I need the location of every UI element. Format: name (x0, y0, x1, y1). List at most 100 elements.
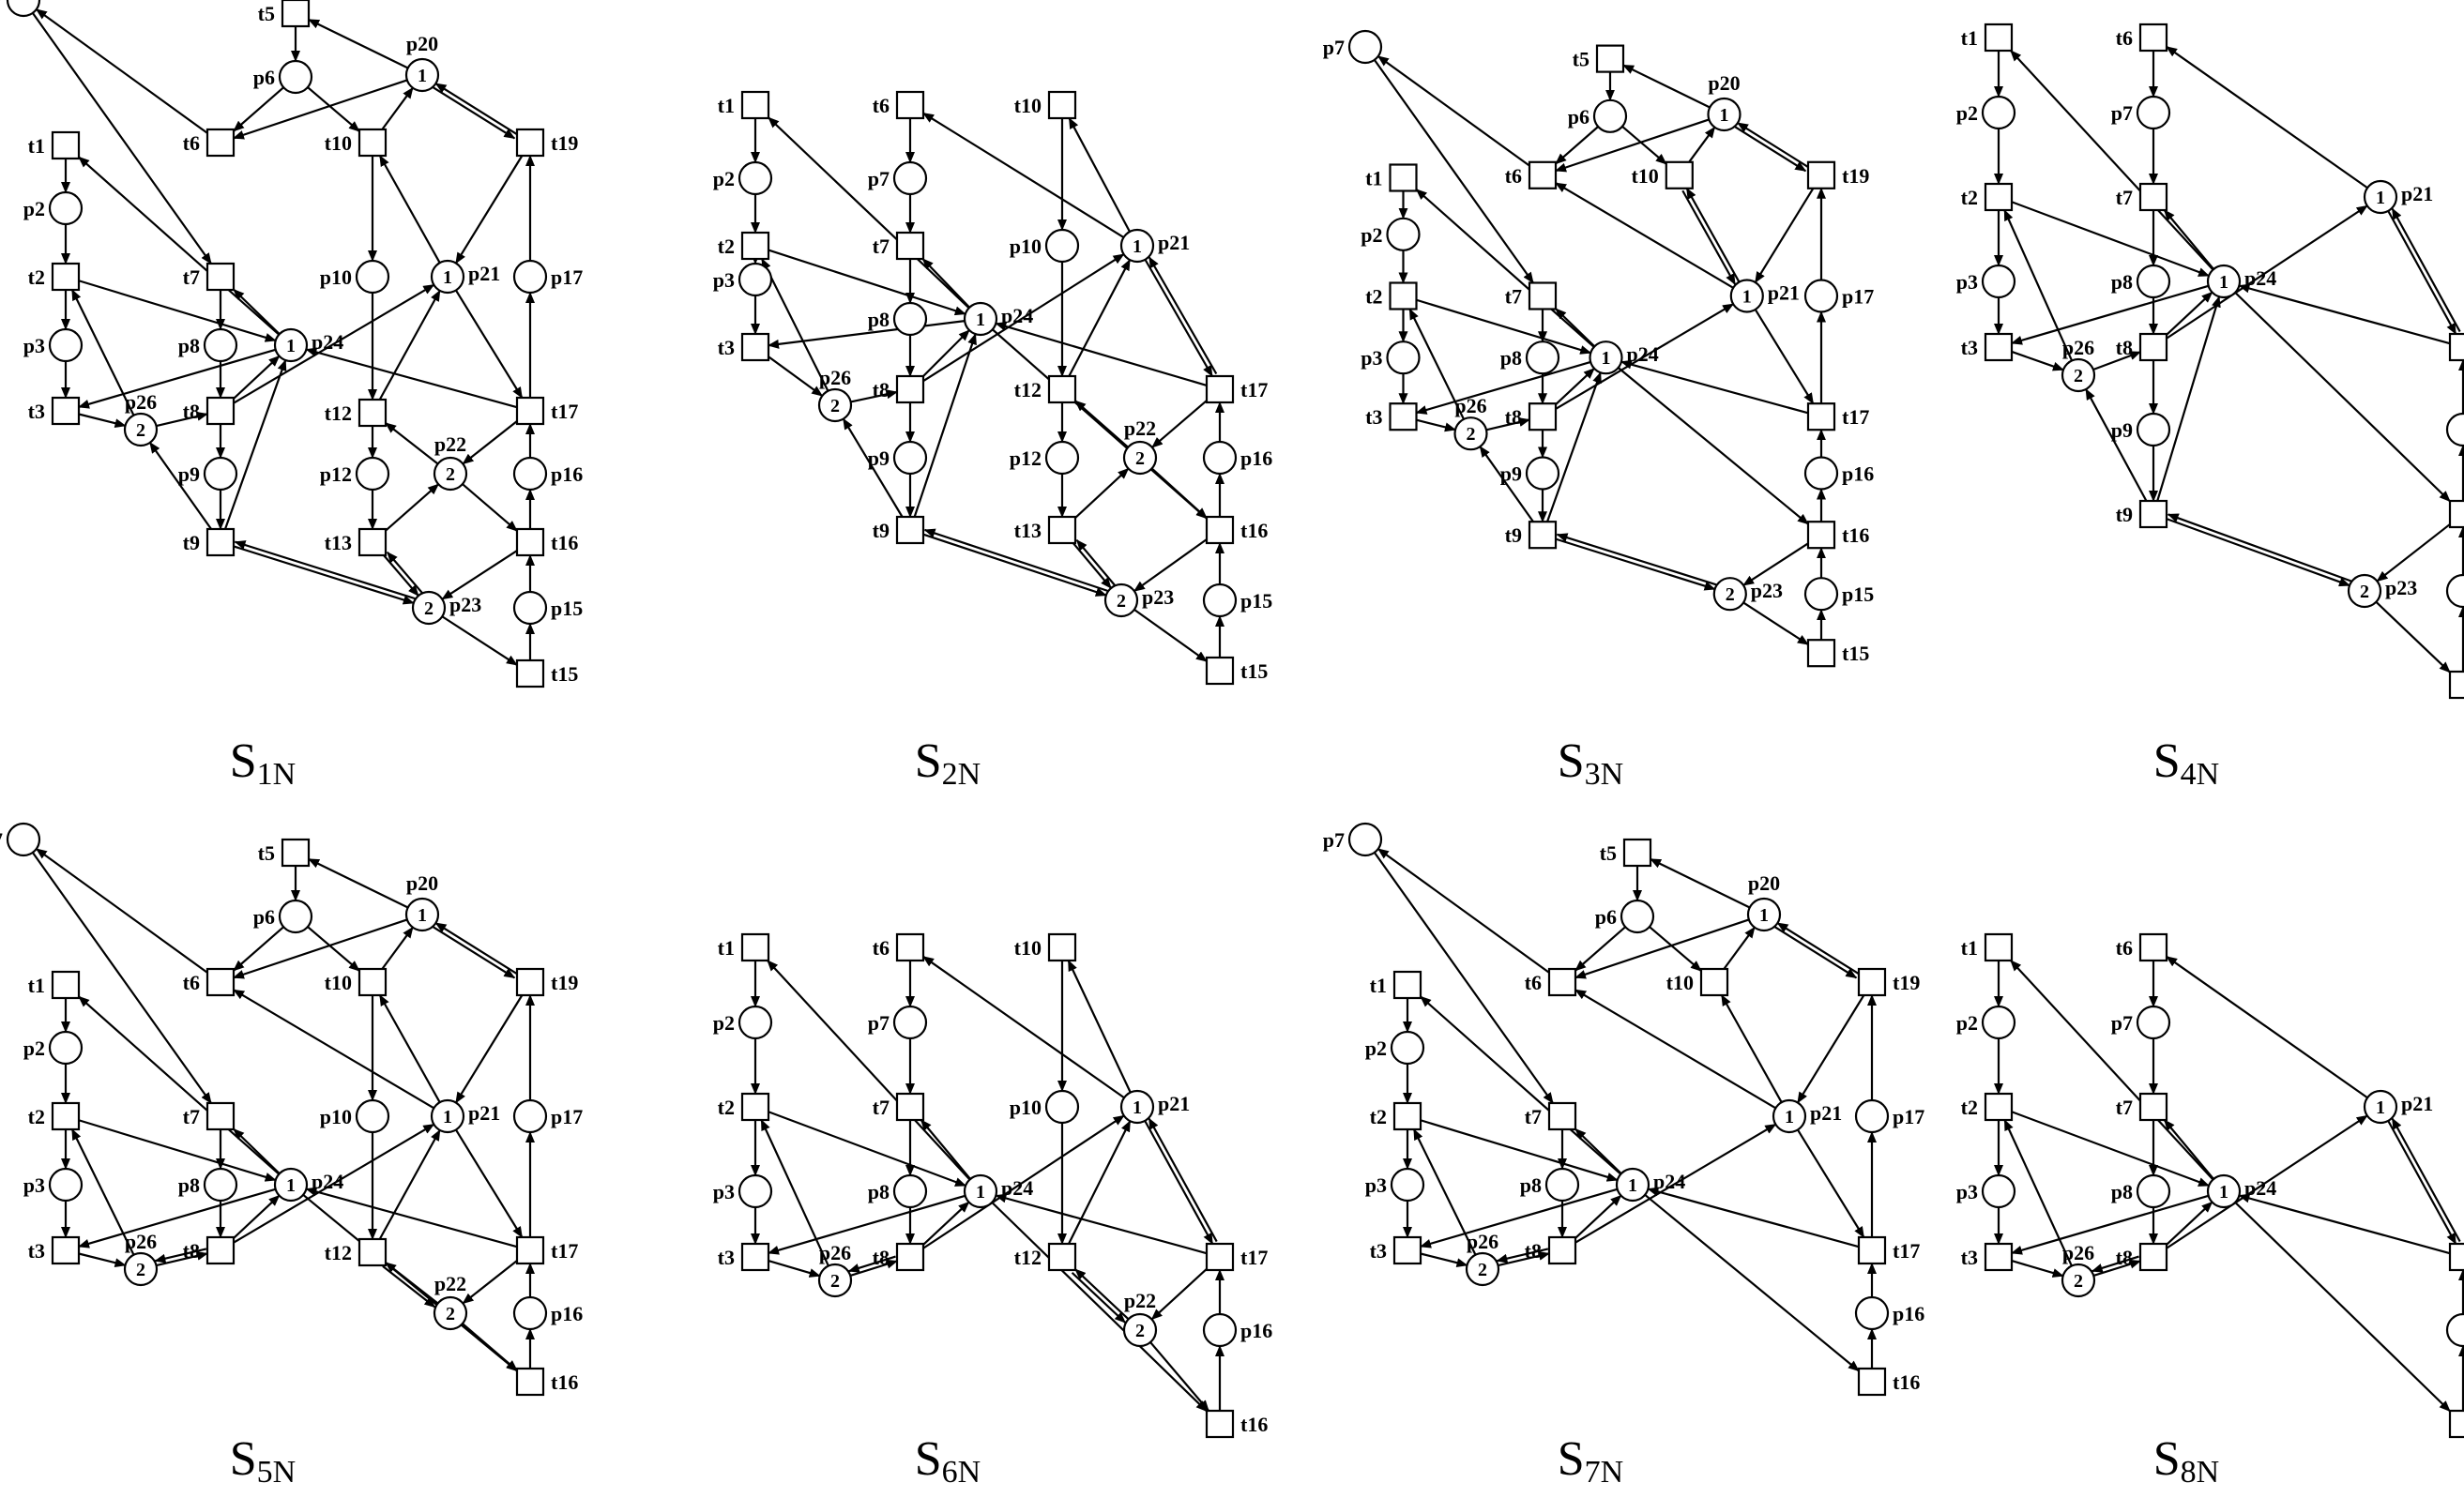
arc-p20-t19 (433, 86, 516, 140)
place-token-p26: 2 (2074, 366, 2083, 386)
arc-t10-p20 (1723, 926, 1756, 970)
place-p3 (738, 1173, 773, 1209)
arc-p26-t2 (70, 1128, 135, 1256)
transition-t17 (515, 1235, 545, 1265)
place-label-p2: p2 (1365, 1036, 1387, 1060)
place-p10 (1044, 1089, 1080, 1125)
place-label-p21: p21 (2401, 182, 2433, 205)
transition-label-t3: t3 (28, 1239, 45, 1263)
place-label-p16: p16 (551, 462, 583, 486)
transition-label-t6: t6 (873, 936, 890, 960)
place-label-p21: p21 (1810, 1101, 1842, 1125)
place-label-p21: p21 (468, 262, 500, 285)
transition-t2 (1392, 1101, 1422, 1131)
place-label-p26: p26 (2062, 1241, 2094, 1264)
transition-label-t17: t17 (1842, 405, 1869, 429)
place-p20 (1746, 897, 1782, 932)
arc-p26-t2 (2003, 209, 2074, 361)
place-token-p23: 2 (1726, 584, 1735, 605)
place-label-p6: p6 (253, 905, 275, 929)
transition-label-t15: t15 (1240, 659, 1268, 683)
panel-caption-subscript: 6N (942, 1455, 981, 1490)
arc-p24-t7 (2163, 209, 2214, 270)
place-p6 (278, 899, 313, 934)
place-label-p6: p6 (1568, 105, 1589, 129)
place-p24 (963, 1173, 998, 1209)
arc-p24-t1 (78, 156, 281, 336)
place-p2 (738, 160, 773, 196)
place-p16 (2445, 412, 2464, 447)
place-p3 (738, 262, 773, 297)
place-token-p26: 2 (830, 396, 840, 416)
transition-t9 (1528, 521, 1558, 550)
arc-t8-p24 (233, 355, 281, 400)
place-p15 (512, 590, 548, 626)
place-label-p12: p12 (1010, 446, 1042, 470)
arc-p7-t7 (1373, 59, 1534, 284)
transition-t7 (205, 262, 236, 292)
transition-t10 (357, 128, 388, 158)
arc-t8-p26 (847, 1255, 896, 1273)
panel-4: t1t2t3t6t7t8t9t15t16t17p2p3p7p8p9p15p161… (1956, 23, 2464, 792)
place-token-p24: 1 (286, 336, 296, 356)
transition-t15 (1205, 656, 1235, 686)
arc-p7-t7 (31, 852, 212, 1104)
place-token-p26: 2 (1478, 1260, 1487, 1280)
transition-t6 (2138, 932, 2168, 962)
panel-2: t1t2t3t6t7t8t9t10t12t13t15t16t17p2p3p7p8… (713, 90, 1272, 792)
transition-label-t9: t9 (1505, 523, 1522, 547)
arc-t6-p7 (35, 8, 208, 134)
place-label-p21: p21 (1158, 231, 1190, 254)
panel-caption-subscript: 1N (257, 757, 297, 792)
transition-t10 (357, 967, 388, 997)
place-p20 (404, 897, 440, 932)
arc-p21-t10 (1685, 187, 1741, 283)
place-p8 (2136, 264, 2171, 299)
transition-t12 (1047, 1242, 1077, 1272)
place-label-p24: p24 (312, 1170, 343, 1193)
place-label-p7: p7 (0, 0, 3, 12)
arc-p24-t1 (2010, 960, 2214, 1181)
place-label-p2: p2 (713, 1011, 735, 1035)
place-p17 (512, 259, 548, 295)
transition-t8 (2138, 1242, 2168, 1272)
place-p16 (1803, 456, 1839, 491)
transition-label-t8: t8 (1525, 1239, 1542, 1263)
arc-t9-p24 (1545, 371, 1602, 522)
place-p21 (1119, 228, 1155, 264)
arc-t8-p24 (1574, 1194, 1622, 1239)
arc-p26-t2 (1408, 308, 1465, 420)
arc-t9-p26 (2085, 388, 2148, 502)
arc-p26-t2 (761, 258, 829, 392)
arc-p6-t10 (307, 926, 360, 972)
place-label-p24: p24 (1001, 1176, 1033, 1200)
arc-p23-t15 (2375, 600, 2451, 673)
place-p2 (1981, 95, 2016, 130)
transition-t1 (51, 970, 81, 1000)
arc-p24-t3 (2011, 1194, 2209, 1255)
place-token-p26: 2 (136, 420, 145, 441)
arc-p6-t10 (307, 86, 360, 132)
place-p24 (1589, 340, 1623, 375)
arc-t3-p26 (1416, 418, 1456, 432)
transition-label-t6: t6 (2116, 936, 2133, 960)
place-p15 (2445, 573, 2464, 609)
transition-t3 (1984, 332, 2014, 362)
arc-t17-p22 (1151, 400, 1208, 448)
transition-t1 (740, 90, 770, 120)
transition-t3 (1984, 1242, 2014, 1272)
arc-p24-t7 (233, 1127, 281, 1174)
transition-t16 (1806, 521, 1836, 550)
transition-t12 (1047, 374, 1077, 404)
arc-t12-p21 (1068, 259, 1132, 377)
place-label-p26: p26 (1467, 1230, 1498, 1253)
place-label-p16: p16 (1842, 462, 1874, 486)
transition-t8 (895, 374, 925, 404)
transition-label-t10: t10 (1666, 971, 1694, 994)
transition-t8 (205, 1235, 236, 1265)
place-token-p20: 1 (418, 905, 427, 926)
arc-t17-p24 (2238, 1193, 2451, 1255)
place-p26 (123, 1251, 159, 1287)
place-label-p7: p7 (868, 167, 890, 190)
